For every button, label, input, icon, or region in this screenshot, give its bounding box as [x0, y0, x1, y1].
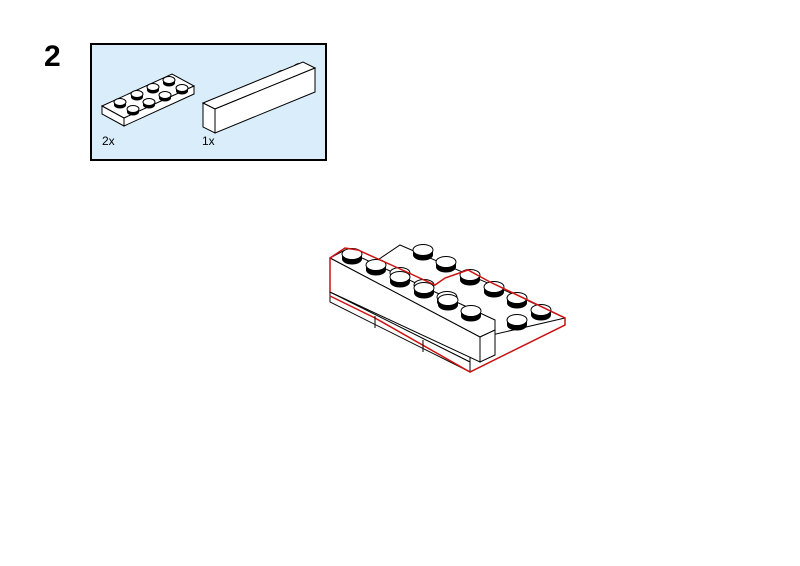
stud: [459, 269, 481, 286]
stud: [483, 281, 505, 298]
stud: [341, 248, 363, 265]
stud: [460, 305, 482, 322]
quantity-brick: 1x: [202, 134, 215, 148]
stud: [130, 90, 144, 101]
stud: [506, 292, 528, 309]
stud: [435, 256, 457, 273]
stud: [146, 83, 160, 94]
stud: [389, 267, 411, 284]
stud: [436, 291, 458, 308]
brick-1x6-icon: [201, 61, 317, 134]
new-parts-highlight: [329, 247, 566, 373]
assembly-model: [328, 244, 567, 373]
quantity-plate: 2x: [102, 134, 115, 148]
stud: [437, 294, 459, 311]
stud: [162, 76, 176, 87]
stud: [113, 98, 127, 109]
stud: [413, 282, 435, 299]
assembly-studs: [341, 244, 552, 331]
parts-list-callout: 2x 1x: [90, 43, 327, 161]
stud: [389, 271, 411, 288]
stud: [158, 91, 172, 102]
stud: [365, 259, 387, 276]
parts-illustration: [100, 61, 317, 134]
stud: [126, 105, 140, 116]
step-number: 2: [44, 40, 61, 73]
stud: [175, 84, 189, 95]
stud: [412, 244, 434, 261]
stud: [142, 98, 156, 109]
stud: [506, 314, 528, 331]
stud: [530, 304, 552, 321]
stud: [413, 279, 435, 296]
